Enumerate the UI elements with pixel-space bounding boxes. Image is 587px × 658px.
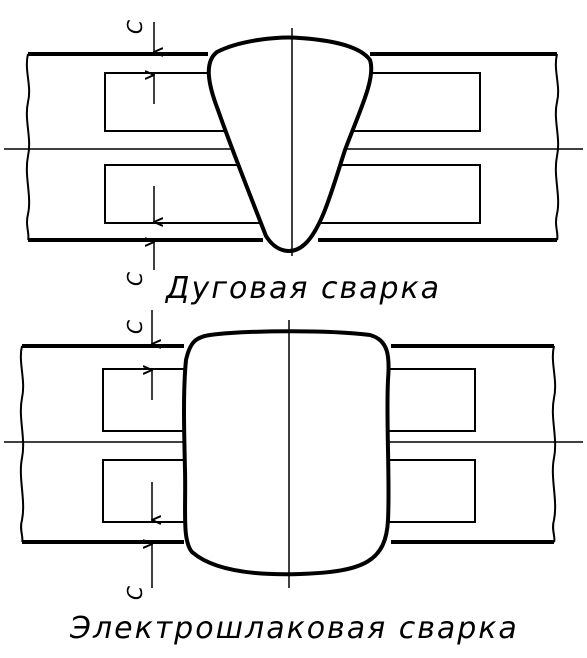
top-dim-label-upper: C — [123, 20, 147, 34]
bottom-right-break-line — [551, 345, 557, 543]
arc-welding-caption: Дуговая сварка — [164, 271, 441, 306]
arc-welding-section: C C Дуговая сварка — [4, 20, 583, 306]
electroslag-welding-section: C C Электрошлаковая сварка — [4, 310, 583, 646]
electroslag-weld-bead — [182, 329, 391, 577]
bottom-dimension-lower: C — [123, 482, 152, 600]
top-right-break-line — [554, 53, 560, 241]
bottom-left-break-line — [19, 345, 25, 543]
top-dimension-upper: C — [123, 20, 154, 104]
electroslag-welding-caption: Электрошлаковая сварка — [69, 611, 519, 646]
bottom-dimension-upper: C — [123, 310, 152, 400]
bottom-dim-label-lower: C — [123, 586, 147, 600]
top-left-break-line — [25, 53, 31, 241]
top-dim-label-lower: C — [123, 272, 147, 286]
top-dimension-lower: C — [123, 186, 154, 286]
bottom-dim-label-upper: C — [123, 320, 147, 334]
arc-weld-bead — [206, 35, 374, 253]
